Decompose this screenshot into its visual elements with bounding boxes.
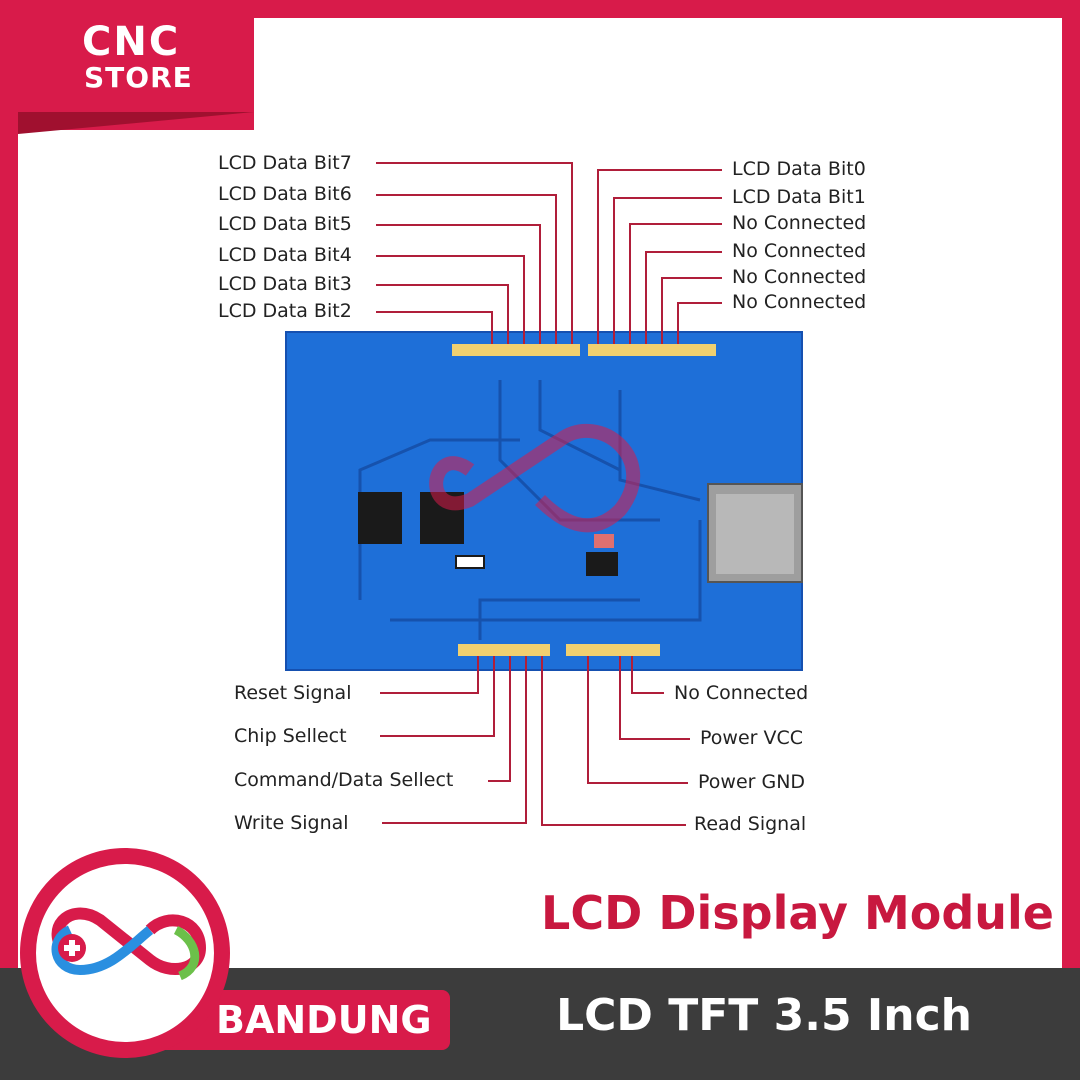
pin-label-chip-select: Chip Sellect <box>234 725 347 747</box>
pin-label-no-connected-3: No Connected <box>732 266 867 288</box>
bottom-header-right <box>566 644 660 656</box>
pin-label-data-bit0: LCD Data Bit0 <box>732 158 866 180</box>
pin-label-data-bit1: LCD Data Bit1 <box>732 186 866 208</box>
pin-label-no-connected-1: No Connected <box>732 212 867 234</box>
pin-label-data-bit2: LCD Data Bit2 <box>218 300 352 322</box>
sd-card-slot-inner <box>716 494 794 574</box>
store-logo <box>20 848 230 1058</box>
pin-label-data-bit6: LCD Data Bit6 <box>218 183 352 205</box>
pin-label-power-vcc: Power VCC <box>700 727 804 749</box>
pin-label-no-connected-5: No Connected <box>674 682 809 704</box>
smd-resistor <box>594 534 614 548</box>
top-header-left <box>452 344 580 356</box>
location-label: BANDUNG <box>216 998 432 1042</box>
regulator-chip <box>358 492 402 544</box>
pin-label-data-bit7: LCD Data Bit7 <box>218 152 352 174</box>
pin-label-data-bit4: LCD Data Bit4 <box>218 244 352 266</box>
brand-line2: STORE <box>84 61 193 94</box>
product-subtitle: LCD TFT 3.5 Inch <box>556 990 972 1041</box>
pin-label-data-bit5: LCD Data Bit5 <box>218 213 352 235</box>
leader-lines <box>376 162 722 826</box>
pin-label-no-connected-2: No Connected <box>732 240 867 262</box>
pin-label-command-data: Command/Data Sellect <box>234 769 454 791</box>
small-ic <box>586 552 618 576</box>
pin-label-data-bit3: LCD Data Bit3 <box>218 273 352 295</box>
brand-badge <box>18 18 254 130</box>
pin-label-reset: Reset Signal <box>234 682 352 704</box>
brand-line1: CNC <box>82 19 181 65</box>
board-watermark <box>429 423 641 533</box>
pin-label-no-connected-4: No Connected <box>732 291 867 313</box>
pin-label-power-gnd: Power GND <box>698 771 806 793</box>
product-title: LCD Display Module <box>541 886 1054 940</box>
pin-label-write: Write Signal <box>234 812 349 834</box>
smd-capacitor <box>455 555 485 569</box>
top-header-right <box>588 344 716 356</box>
pin-label-read: Read Signal <box>694 813 807 835</box>
brand-badge-shadow <box>18 112 254 134</box>
bottom-header-left <box>458 644 550 656</box>
